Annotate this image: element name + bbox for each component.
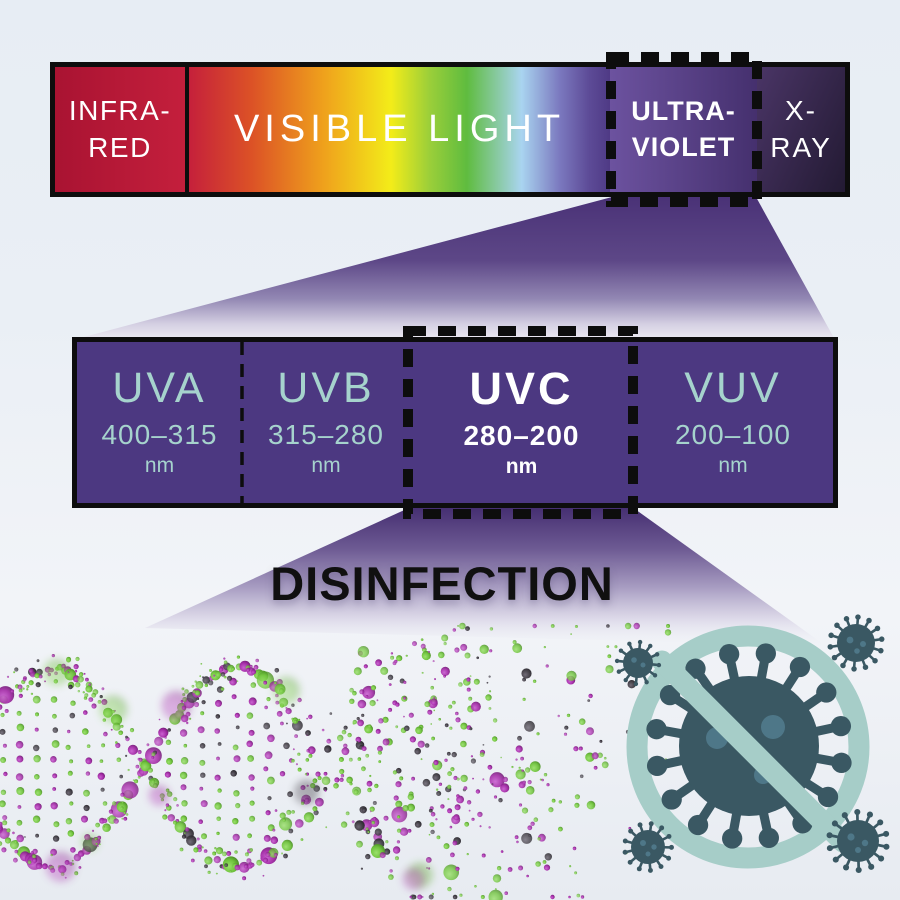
uvb-unit: nm [311,454,341,477]
ultraviolet-label-line1: ULTRA- [631,95,736,126]
virus-prohibited-icon [614,614,890,874]
virus-particle-icon [614,639,662,687]
uv-bands-bar: UVA 400–315 nm UVB 315–280 nm UVC 280–20… [72,337,838,508]
virus-particle-icon [622,821,674,873]
uva-name: UVA [112,364,207,412]
uv-band-uvb: UVB 315–280 nm [242,342,410,503]
electromagnetic-spectrum-bar: INFRA- RED VISIBLE LIGHT ULTRA- VIOLET X… [50,62,850,197]
ultraviolet-label-line2: VIOLET [631,131,736,162]
xray-label-line2: RAY [770,131,832,163]
vuv-unit: nm [718,454,748,477]
uvc-name: UVC [469,363,574,414]
ultraviolet-label: ULTRA- VIOLET [631,94,735,165]
uva-unit: nm [144,454,175,477]
uva-range: 400–315 [101,419,218,450]
uv-band-uvc: UVC 280–200 nm [410,342,633,503]
spectrum-segment-visible-light: VISIBLE LIGHT [185,67,610,192]
uvb-name: UVB [277,364,375,412]
dna-helix-icon [0,622,672,900]
infrared-label-line2: RED [88,131,152,163]
visible-light-label: VISIBLE LIGHT [234,104,565,154]
infrared-label-line1: INFRA- [68,94,172,126]
virus-particle-icon [646,643,852,849]
spectrum-segment-xray: X- RAY [757,67,845,192]
virus-particle-icon [827,614,885,672]
uvc-unit: nm [505,455,538,478]
uvb-range: 315–280 [267,419,384,450]
vuv-name: VUV [684,364,782,412]
spectrum-segment-ultraviolet: ULTRA- VIOLET [610,67,757,192]
spectrum-segment-infrared: INFRA- RED [55,67,185,192]
xray-label-line1: X- [785,94,817,126]
uv-band-uva: UVA 400–315 nm [77,342,242,503]
disinfection-caption: DISINFECTION [270,557,614,610]
uv-band-vuv: VUV 200–100 nm [633,342,833,503]
visible-light-label-line1: VISIBLE LIGHT [233,108,566,151]
uvc-range: 280–200 [463,420,580,451]
xray-label: X- RAY [770,93,832,167]
vuv-range: 200–100 [674,419,791,450]
infrared-label: INFRA- RED [69,93,171,167]
virus-particle-icon [826,808,890,874]
